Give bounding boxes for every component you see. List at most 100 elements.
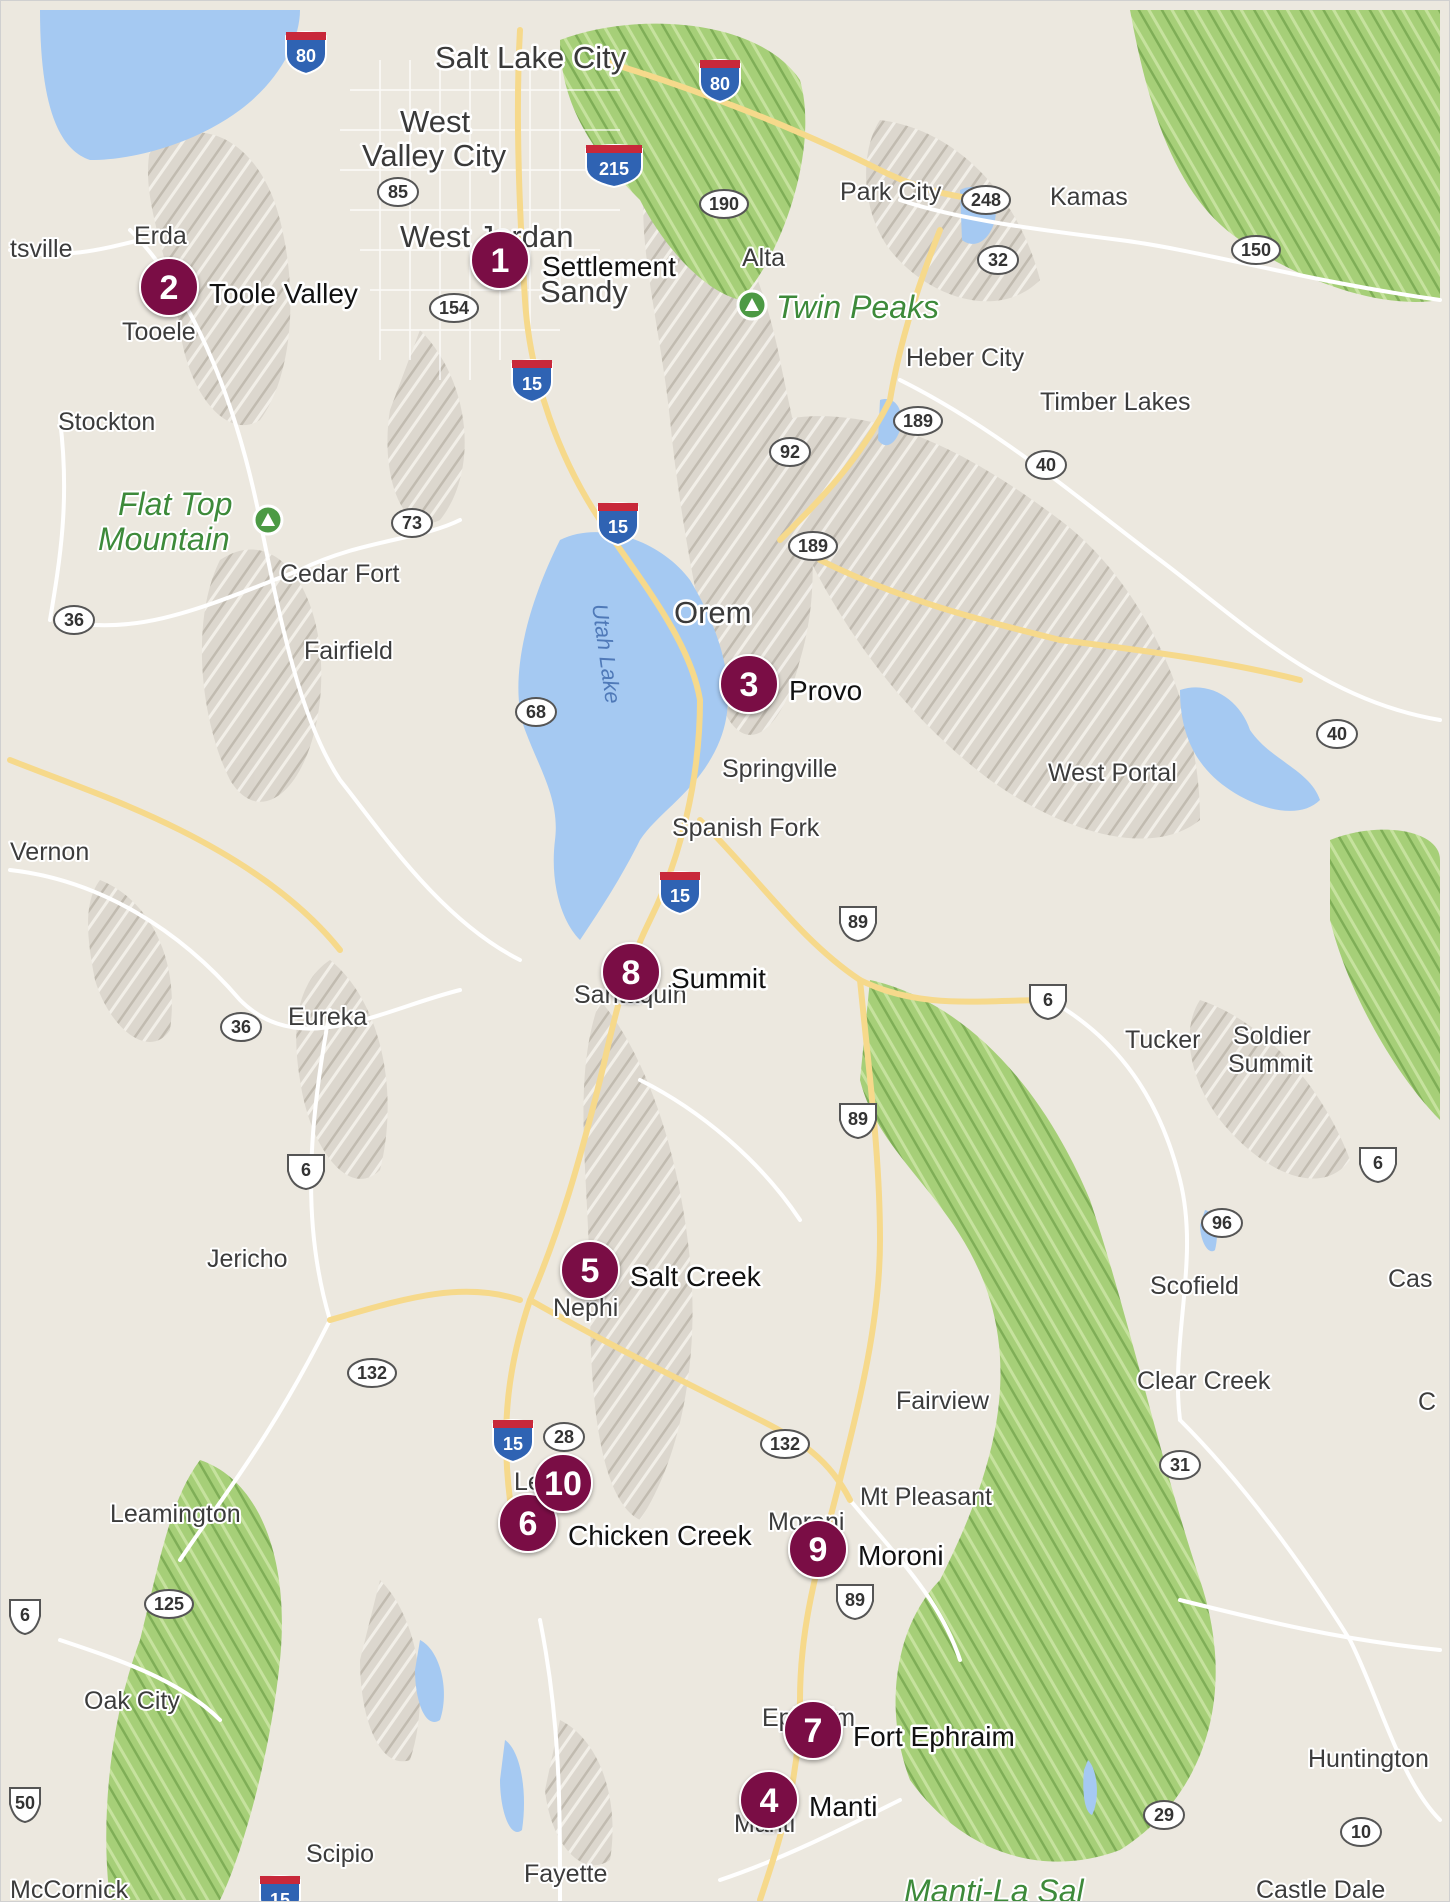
svg-text:5: 5 — [581, 1252, 600, 1290]
svg-text:15: 15 — [670, 886, 690, 906]
svg-text:50: 50 — [15, 1793, 35, 1813]
place-label: Castle Dale — [1256, 1876, 1385, 1902]
svg-text:9: 9 — [809, 1531, 828, 1569]
marker-label: Salt Creek — [630, 1261, 762, 1292]
i15-corridor — [503, 27, 703, 1503]
place-label: Soldier — [1233, 1022, 1311, 1050]
svg-text:189: 189 — [798, 536, 828, 556]
marker-5[interactable]: 5 Salt Creek — [560, 1240, 764, 1300]
marker-2[interactable]: 2 Toole Valley — [139, 257, 360, 317]
svg-text:1: 1 — [491, 242, 510, 280]
park-label: Manti-La Sal — [904, 1873, 1085, 1902]
route-32-shield — [977, 245, 1019, 275]
marker-3[interactable]: 3 Provo — [719, 654, 865, 714]
interstate-215-shield: 215 — [585, 144, 643, 189]
svg-text:6: 6 — [20, 1605, 30, 1625]
park-label: Flat Top — [118, 486, 232, 522]
relief-layer — [88, 120, 1350, 1866]
park-label: Mountain — [98, 521, 230, 557]
marker-6[interactable]: 6 Chicken Creek — [498, 1493, 755, 1554]
svg-text:154: 154 — [439, 298, 469, 318]
marker-4[interactable]: 4 Manti — [739, 1770, 880, 1830]
marker-label: Fort Ephraim — [853, 1721, 1015, 1752]
route-40-shield — [1316, 719, 1358, 749]
place-label: West Portal — [1048, 759, 1177, 787]
route-189-shield — [788, 531, 838, 561]
place-label: Salt Lake City — [435, 40, 627, 75]
place-label: Vernon — [10, 838, 89, 866]
sr132 — [527, 1297, 853, 1503]
route-68-shield — [515, 697, 557, 727]
route-shields: 80 80 215 15 15 15 15 15 — [9, 31, 1397, 1902]
place-label: Park City — [840, 178, 942, 206]
svg-text:68: 68 — [526, 702, 546, 722]
svg-text:150: 150 — [1241, 240, 1271, 260]
route-85-shield — [377, 177, 419, 207]
svg-text:80: 80 — [296, 46, 316, 66]
us-89-shield — [836, 1584, 874, 1621]
place-label: Stockton — [58, 408, 155, 436]
svg-text:6: 6 — [1373, 1153, 1383, 1173]
place-label: West — [400, 104, 470, 139]
marker-label: Chicken Creek — [568, 1520, 753, 1551]
marker-8[interactable]: 8 Summit — [601, 942, 769, 1002]
place-label: Fairview — [896, 1387, 990, 1415]
park-icon — [736, 289, 768, 321]
place-label: Kamas — [1050, 183, 1128, 211]
route-125-shield — [144, 1589, 194, 1619]
sr36 — [7, 757, 343, 953]
route-28-shield — [543, 1422, 585, 1452]
route-150-shield — [1231, 235, 1281, 265]
marker-label: Provo — [789, 675, 862, 706]
interstate-80-shield: 80 — [699, 59, 741, 104]
svg-text:92: 92 — [780, 442, 800, 462]
place-label: Mt Pleasant — [860, 1483, 992, 1511]
svg-text:15: 15 — [608, 517, 628, 537]
svg-text:36: 36 — [231, 1017, 251, 1037]
us-89-shield — [839, 1103, 877, 1140]
marker-1[interactable]: 1 Settlement — [470, 230, 679, 290]
svg-text:8: 8 — [622, 954, 641, 992]
route-96-shield — [1201, 1208, 1243, 1238]
place-label: Tooele — [122, 318, 196, 346]
interstate-80-shield: 80 — [285, 31, 327, 76]
place-label: Fairfield — [304, 637, 393, 665]
us6-east — [817, 557, 1303, 683]
marker-9[interactable]: 9 Moroni — [788, 1519, 946, 1579]
place-label: Alta — [742, 244, 785, 272]
route-132-shield — [760, 1429, 810, 1459]
svg-text:36: 36 — [64, 610, 84, 630]
place-label: Huntington — [1308, 1745, 1429, 1773]
svg-text:132: 132 — [770, 1434, 800, 1454]
svg-text:10: 10 — [1351, 1822, 1371, 1842]
svg-text:190: 190 — [709, 194, 739, 214]
svg-text:4: 4 — [760, 1782, 779, 1820]
svg-text:7: 7 — [804, 1712, 823, 1750]
place-label: Scipio — [306, 1840, 374, 1868]
place-label: Erda — [134, 222, 187, 250]
route-36-shield — [53, 605, 95, 635]
svg-text:89: 89 — [848, 912, 868, 932]
route-248-shield — [961, 185, 1011, 215]
svg-text:28: 28 — [554, 1427, 574, 1447]
svg-text:31: 31 — [1170, 1455, 1190, 1475]
us-6-shield — [9, 1599, 41, 1636]
svg-text:6: 6 — [519, 1505, 538, 1543]
place-label: Fayette — [524, 1860, 607, 1888]
place-labels: Salt Lake City West Valley City West Jor… — [8, 38, 1438, 1902]
place-label: tsville — [10, 235, 73, 263]
location-markers[interactable]: 1 Settlement 2 Toole Valley 3 Provo 4 Ma… — [139, 230, 1017, 1830]
marker-10[interactable]: 10 — [533, 1453, 593, 1513]
marker-7[interactable]: 7 Fort Ephraim — [783, 1700, 1017, 1760]
route-29-shield — [1143, 1800, 1185, 1830]
svg-text:10: 10 — [544, 1465, 582, 1503]
interstate-15-shield: 15 — [259, 1875, 301, 1902]
place-label: Cas — [1388, 1265, 1432, 1293]
place-label: Oak City — [84, 1687, 180, 1715]
marker-label: Manti — [809, 1791, 877, 1822]
interstate-15-shield: 15 — [597, 502, 639, 547]
svg-text:125: 125 — [154, 1594, 184, 1614]
svg-text:132: 132 — [357, 1363, 387, 1383]
place-label: Clear Creek — [1137, 1367, 1271, 1395]
